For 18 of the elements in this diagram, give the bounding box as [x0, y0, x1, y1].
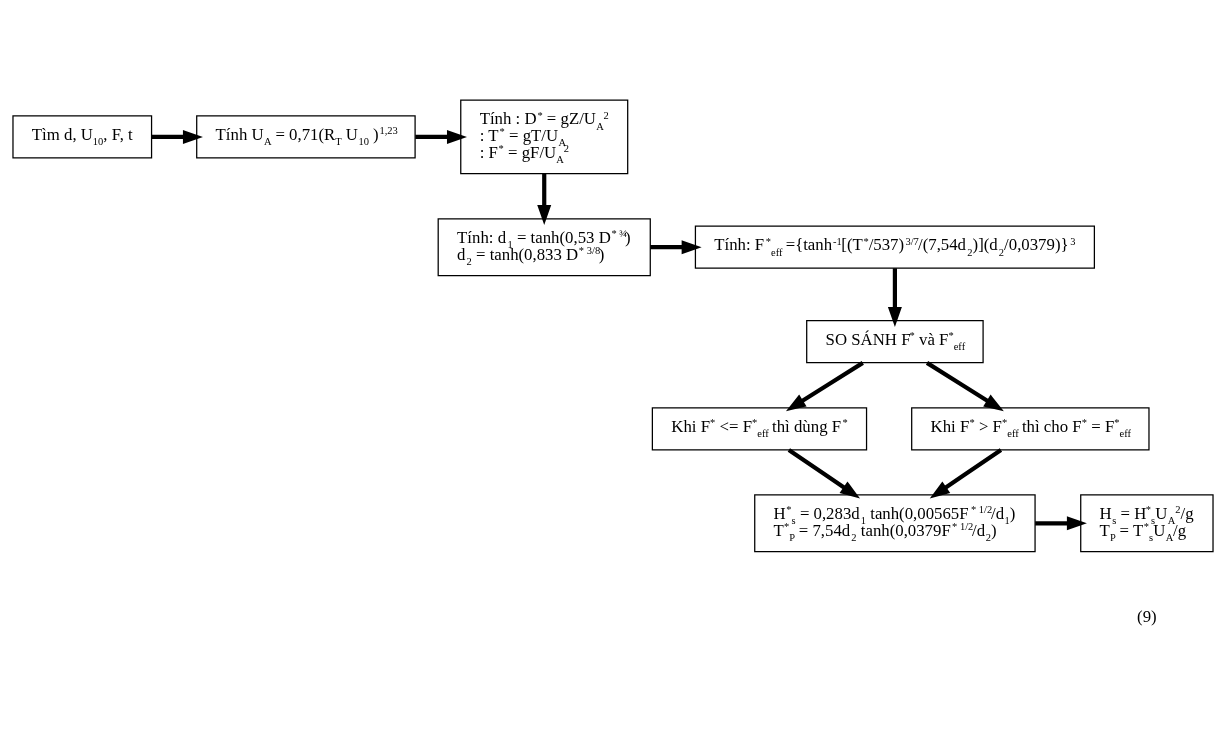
- node-box: H$_{s}$ = H$^{*}$$_{s}$U$_{A}$$^{2}$/g T$_{P}$ = T$^{*}$$_{s}$U$_{A}$/g: [1080, 493, 1214, 552]
- arrow: [929, 447, 1003, 498]
- node-box: H$^{*}$$_{s}$ = 0,283d$_{1}$ tanh(0,00565F$^{* 1/2}$/d$_{1}$) T$^{*}$$_{P}$ = 7,54d$_{2}$ tanh(0,0379F$^{* 1/2}$/d$_{2}$): [754, 493, 1036, 552]
- arrow: [415, 129, 467, 144]
- node-box: Tính: F$^{*}$$_{eff}$ ={tanh$^{-1}$[(T$^{*}$/537)$^{3/7}$/(7,54d$_{2}$)](d$_{2}$/0,0379)}$^{3}$: [694, 225, 1095, 269]
- node-box: Tìm d, U$_{10}$, F, t: [12, 114, 153, 159]
- label: (9): [1137, 606, 1157, 626]
- node-box: Khi F$^{*}$ <= F$^{*}$$_{eff}$ thì dùng F$^{*}$: [651, 406, 868, 450]
- arrow: [887, 267, 902, 327]
- arrow: [537, 173, 552, 225]
- node-box: Tính: d$_{1}$ = tanh(0,53 D$^{* ¾}$) d$_{2}$ = tanh(0,833 D$^{* 3/8}$): [437, 217, 651, 276]
- node-box: Tính U$_{A}$ = 0,71(R$_{T}$ U$_{10}$ )$^{1,23}$: [196, 114, 416, 159]
- arrow: [925, 360, 1004, 411]
- arrow: [1035, 515, 1087, 530]
- arrow: [151, 129, 203, 144]
- arrow: [787, 447, 861, 498]
- arrow: [650, 239, 702, 254]
- arrow: [785, 360, 864, 411]
